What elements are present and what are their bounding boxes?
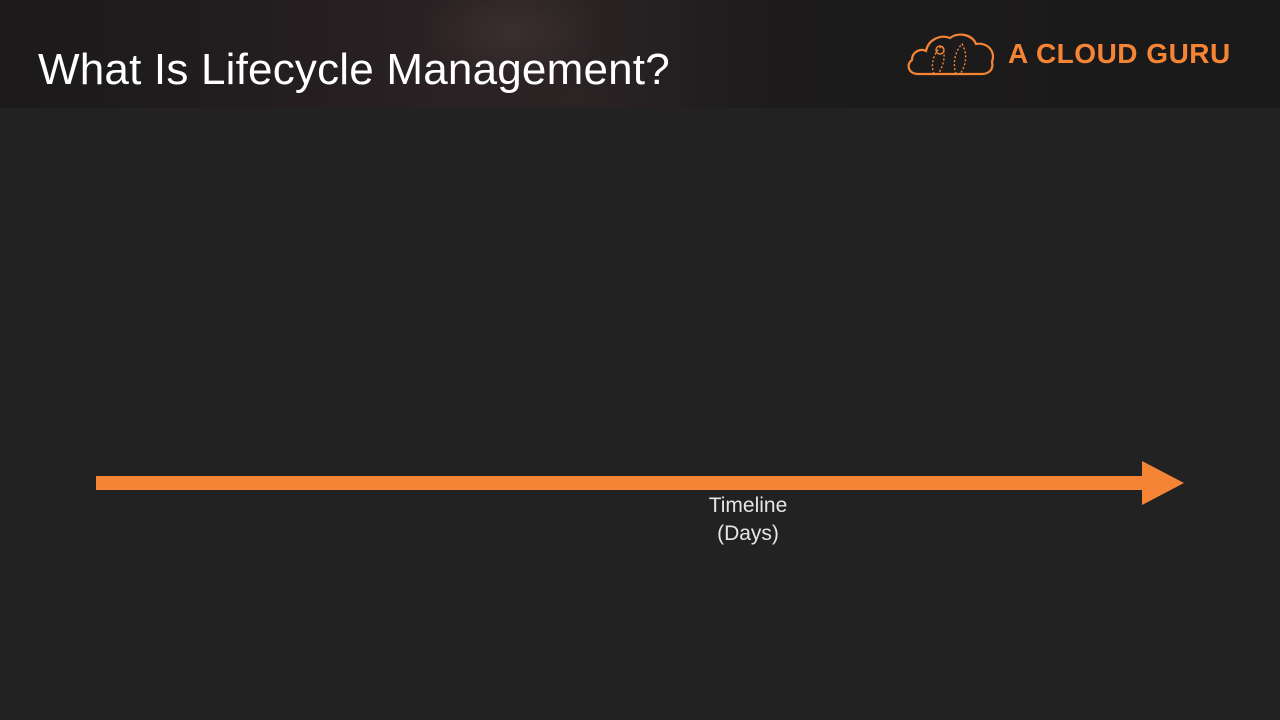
timeline-arrow-shaft — [96, 476, 1144, 490]
cloud-logo-icon — [907, 33, 994, 76]
timeline-arrow — [96, 460, 1186, 506]
timeline-label-unit: (Days) — [717, 522, 779, 545]
slide-header: What Is Lifecycle Management? A CLOUD GU… — [0, 0, 1280, 108]
timeline-label: Timeline (Days) — [648, 492, 848, 548]
timeline-label-title: Timeline — [708, 494, 788, 517]
slide-title: What Is Lifecycle Management? — [38, 45, 670, 94]
brand-logo: A CLOUD GURU — [904, 28, 1231, 80]
timeline-arrow-head — [1142, 461, 1184, 505]
brand-name: A CLOUD GURU — [1008, 38, 1231, 69]
header-background-video — [380, 0, 640, 108]
